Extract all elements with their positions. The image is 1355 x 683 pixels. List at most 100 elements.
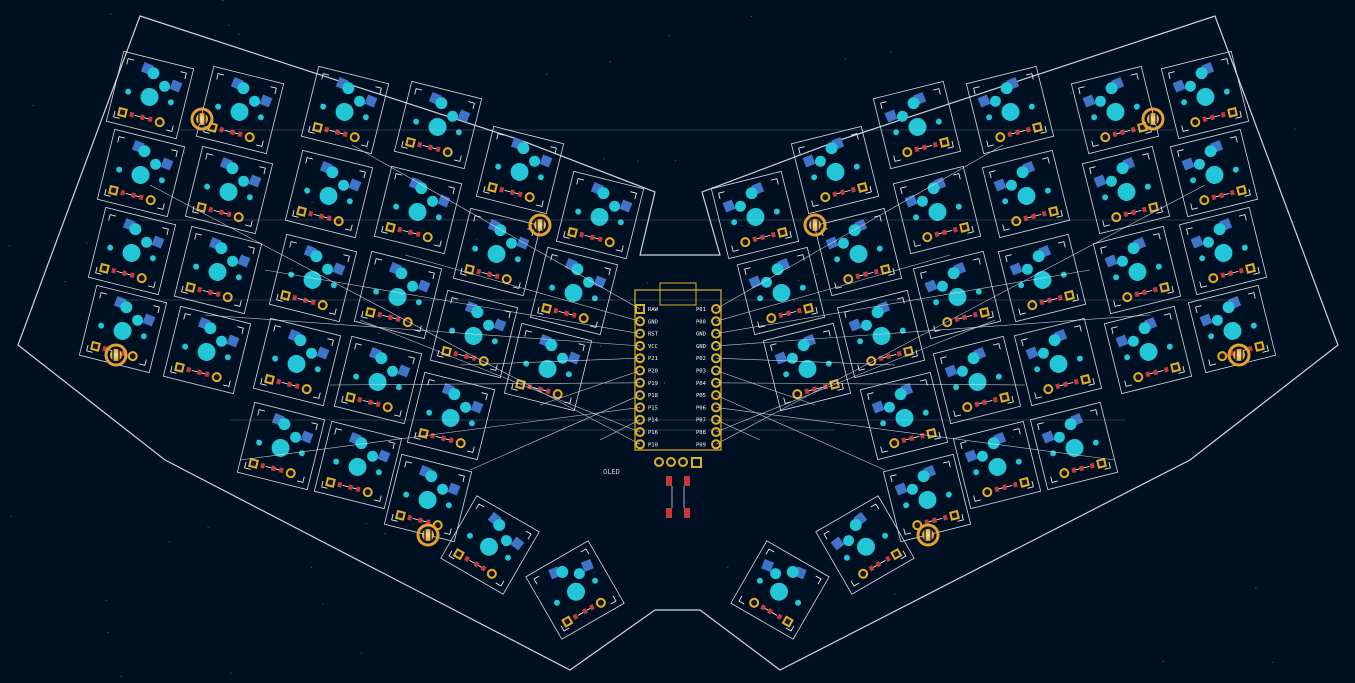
key-switch-footprint	[184, 145, 274, 235]
grid-dot	[663, 382, 666, 384]
mounting-hole	[1227, 343, 1251, 367]
grid-dot	[227, 24, 230, 27]
key-switch-footprint	[406, 371, 496, 461]
grid-dot	[168, 541, 171, 543]
grid-dot	[10, 515, 13, 518]
grid-dot	[311, 201, 313, 203]
grid-dot	[1293, 221, 1296, 223]
grid-dot	[668, 34, 671, 37]
grid-dot	[603, 158, 605, 160]
key-switch-footprint	[882, 453, 972, 543]
mounting-hole	[916, 523, 940, 547]
trace	[359, 319, 641, 433]
grid-dot	[647, 282, 649, 284]
trace	[469, 394, 641, 471]
key-switch-footprint	[555, 170, 645, 260]
mcu-pin-right: P00	[696, 316, 721, 327]
mcu-pin-right: P08	[696, 427, 721, 437]
grid-dot	[1012, 436, 1014, 438]
trace	[715, 370, 816, 406]
key-switch-footprint	[1029, 401, 1119, 491]
grid-dot	[86, 242, 88, 244]
grid-dot	[674, 159, 677, 162]
key-switch-footprint	[730, 540, 830, 640]
key-switch-footprint	[965, 65, 1055, 155]
mcu-pin-left: P10	[635, 439, 658, 450]
trace	[539, 370, 641, 406]
mounting-hole	[104, 343, 128, 367]
mcu-pin-left: RST	[635, 328, 659, 339]
mcu-pin-right: GND	[696, 340, 721, 351]
mcu-pin-label: P18	[648, 393, 658, 399]
mcu-pin-label: VCC	[648, 344, 658, 350]
grid-dot	[1141, 98, 1144, 101]
key-switch-footprint	[872, 80, 962, 170]
grid-dot	[238, 33, 240, 35]
mcu-pin-left: RAW	[635, 304, 659, 314]
mcu-pin-label: P06	[696, 405, 706, 411]
grid-dot	[110, 13, 112, 15]
grid-dot	[593, 571, 596, 574]
mcu-pin-label: P07	[696, 418, 706, 424]
key-switch-footprint	[1081, 145, 1171, 235]
key-switch-footprint	[912, 250, 1002, 340]
grid-dot	[378, 332, 380, 335]
grid-dot	[890, 51, 892, 53]
key-switch-footprint	[284, 149, 374, 239]
mounting-hole	[416, 523, 440, 547]
grid-dot	[793, 300, 795, 302]
key-switch-footprint	[87, 206, 177, 296]
key-switch-footprint	[981, 149, 1071, 239]
key-switch-footprint	[452, 207, 542, 297]
mcu-pin-label: P03	[696, 369, 706, 375]
key-switch-footprint	[78, 284, 168, 374]
trace	[149, 184, 641, 445]
mcu-pin-label: P15	[648, 405, 658, 411]
mcu-pin-right: P06	[696, 402, 721, 413]
key-switch-footprint	[1160, 50, 1250, 140]
key-switch-footprint	[836, 289, 926, 379]
grid-dot	[750, 15, 753, 18]
mounting-hole	[1141, 107, 1165, 131]
key-switch-footprint	[503, 322, 593, 412]
key-switch-footprint	[859, 371, 949, 461]
trace	[715, 407, 1116, 461]
trace	[204, 314, 641, 347]
mounting-hole	[190, 107, 214, 131]
grid-dot	[740, 225, 742, 227]
grid-dot	[290, 268, 293, 270]
mcu-pin-right: P03	[696, 365, 721, 376]
key-switch-footprint	[1013, 317, 1103, 407]
grid-dot	[32, 104, 34, 107]
grid-dot	[310, 566, 313, 568]
mcu-pin-left: GND	[635, 316, 658, 327]
key-switch-footprint	[333, 335, 423, 425]
mcu-pin-left: P16	[635, 427, 658, 437]
trace	[715, 382, 1026, 386]
mcu-pin-label: P01	[696, 307, 706, 313]
trace	[715, 394, 886, 471]
grid-dot	[222, 0, 224, 2]
grid-dot	[322, 603, 325, 605]
trace	[715, 184, 1206, 445]
mcu-pin-right: P04	[696, 377, 721, 388]
grid-dot	[922, 441, 924, 443]
key-switch-footprint	[393, 80, 483, 170]
key-switch-footprint	[1178, 206, 1268, 296]
key-switch-footprint	[475, 125, 565, 215]
grid-dot	[617, 595, 619, 597]
trace	[715, 357, 896, 366]
grid-dot	[637, 160, 639, 162]
grid-dot	[894, 593, 896, 595]
grid-dot	[816, 273, 818, 276]
mcu-pin-left: P19	[635, 377, 658, 388]
grid-dot	[1271, 661, 1274, 664]
key-switch-footprint	[790, 125, 880, 215]
trace	[715, 269, 1091, 334]
grid-dot	[162, 302, 165, 305]
right-half-switches	[710, 50, 1277, 640]
grid-dot	[727, 566, 729, 569]
key-switch-footprint	[162, 305, 252, 395]
